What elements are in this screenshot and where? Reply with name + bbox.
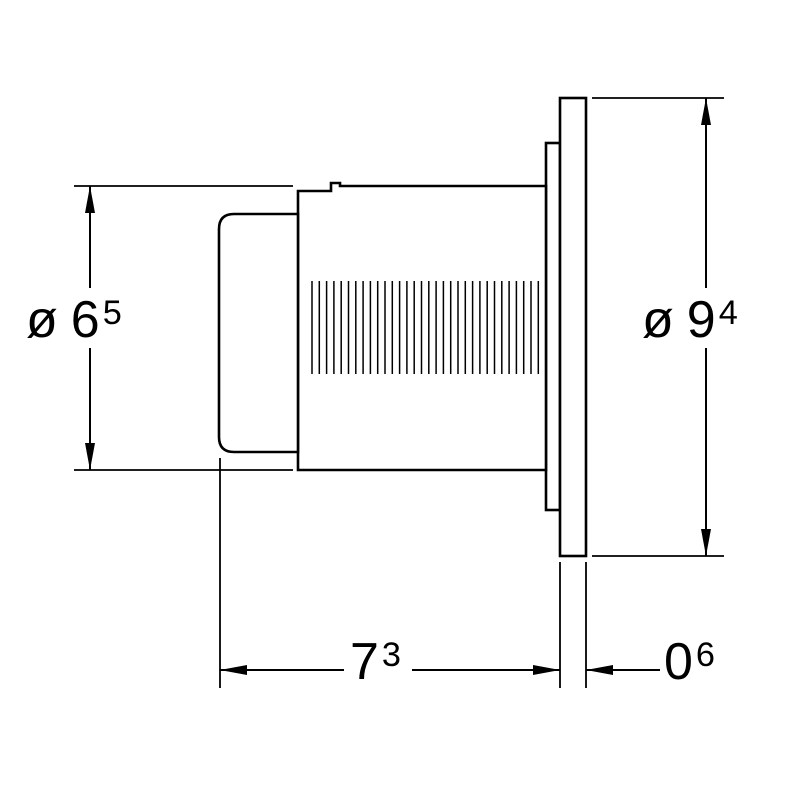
dim-label-depth: 73	[350, 633, 403, 691]
ribbed-section	[311, 281, 540, 374]
front-button-outline	[217, 212, 300, 454]
dimension-front-diameter	[74, 185, 293, 471]
diameter-symbol: ø	[26, 291, 59, 349]
mounting-collar-outline	[544, 141, 562, 512]
arrow-down-icon	[701, 529, 711, 556]
dimension-plate-thickness	[585, 562, 660, 688]
wall-plate-outline	[558, 96, 588, 558]
arrow-left-icon	[220, 665, 247, 675]
diameter-symbol: ø	[642, 291, 675, 349]
arrow-up-icon	[85, 186, 95, 213]
arrow-left-icon	[586, 665, 613, 675]
part-outline	[217, 96, 588, 558]
dimension-depth	[219, 458, 561, 688]
dimension-plate-diameter	[592, 97, 724, 557]
arrow-up-icon	[701, 98, 711, 125]
arrow-right-icon	[533, 665, 560, 675]
dim-label-plate-thickness: 06	[664, 633, 717, 691]
arrow-down-icon	[85, 443, 95, 470]
